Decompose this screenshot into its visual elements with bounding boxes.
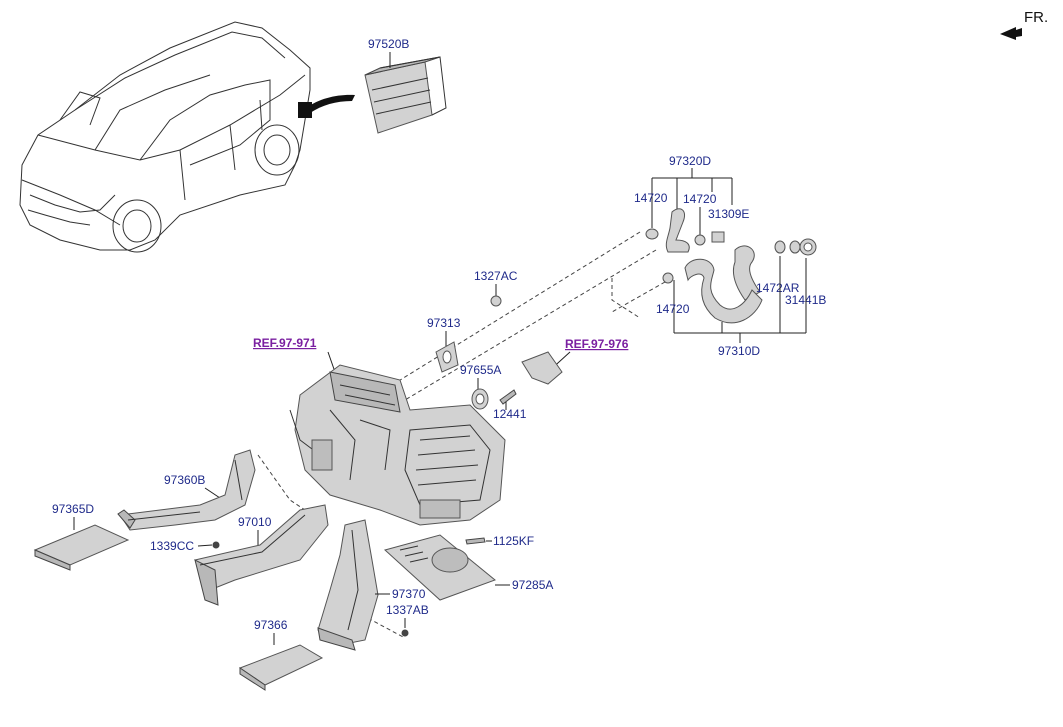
part-ref-97-976-pipe xyxy=(521,351,563,385)
part-97360B-duct xyxy=(117,449,256,531)
part-97370-duct xyxy=(317,519,379,651)
label-1337AB: 1337AB xyxy=(386,603,429,617)
label-1327AC: 1327AC xyxy=(474,269,518,283)
label-97365D: 97365D xyxy=(52,502,94,516)
part-hose-upper xyxy=(665,208,761,301)
part-1337AB-bolt xyxy=(401,629,409,637)
part-12441-screw xyxy=(499,389,517,405)
vehicle-illustration xyxy=(19,21,311,253)
location-arrow-icon xyxy=(306,94,355,113)
bracket-97310D xyxy=(673,256,807,343)
label-97320D: 97320D xyxy=(669,154,711,168)
label-97366: 97366 xyxy=(254,618,288,632)
part-hvac-unit xyxy=(289,364,506,526)
label-97010: 97010 xyxy=(238,515,272,529)
label-97655A: 97655A xyxy=(460,363,501,377)
part-97520B-filter xyxy=(364,56,447,134)
label-97313: 97313 xyxy=(427,316,461,330)
part-fittings-1472AR-31441B xyxy=(774,238,817,256)
label-97370: 97370 xyxy=(392,587,426,601)
leader-1339CC xyxy=(197,544,213,547)
vehicle-location-marker xyxy=(298,102,312,118)
part-97010-duct xyxy=(194,504,329,606)
part-clamp-14720 xyxy=(645,228,725,246)
part-1125KF-screw xyxy=(465,537,486,545)
fr-label: FR. xyxy=(1024,9,1048,26)
ref-97-971[interactable]: REF.97-971 xyxy=(253,336,317,350)
label-31309E: 31309E xyxy=(708,207,749,221)
part-97285A-cover xyxy=(383,534,496,601)
leader-ref-97-971 xyxy=(327,351,336,373)
label-1339CC: 1339CC xyxy=(150,539,194,553)
label-97310D: 97310D xyxy=(718,344,760,358)
part-1327AC-nut xyxy=(490,295,502,307)
label-14720-c: 14720 xyxy=(656,302,690,316)
label-97285A: 97285A xyxy=(512,578,553,592)
label-14720-a: 14720 xyxy=(634,191,668,205)
part-1339CC-bolt xyxy=(212,541,220,549)
label-14720-b: 14720 xyxy=(683,192,717,206)
part-hose-97310D xyxy=(684,258,763,324)
leader-97360B xyxy=(204,487,221,499)
part-clamp-14720-c xyxy=(662,272,674,284)
label-1472AR: 1472AR xyxy=(756,281,800,295)
label-97520B: 97520B xyxy=(368,37,409,51)
part-97366-pad xyxy=(238,644,324,691)
label-12441: 12441 xyxy=(493,407,527,421)
label-97360B: 97360B xyxy=(164,473,205,487)
part-97365D-pad xyxy=(33,524,130,571)
front-direction-arrow-icon xyxy=(1000,27,1022,40)
ref-97-976[interactable]: REF.97-976 xyxy=(565,337,629,351)
label-1125KF: 1125KF xyxy=(493,534,534,548)
